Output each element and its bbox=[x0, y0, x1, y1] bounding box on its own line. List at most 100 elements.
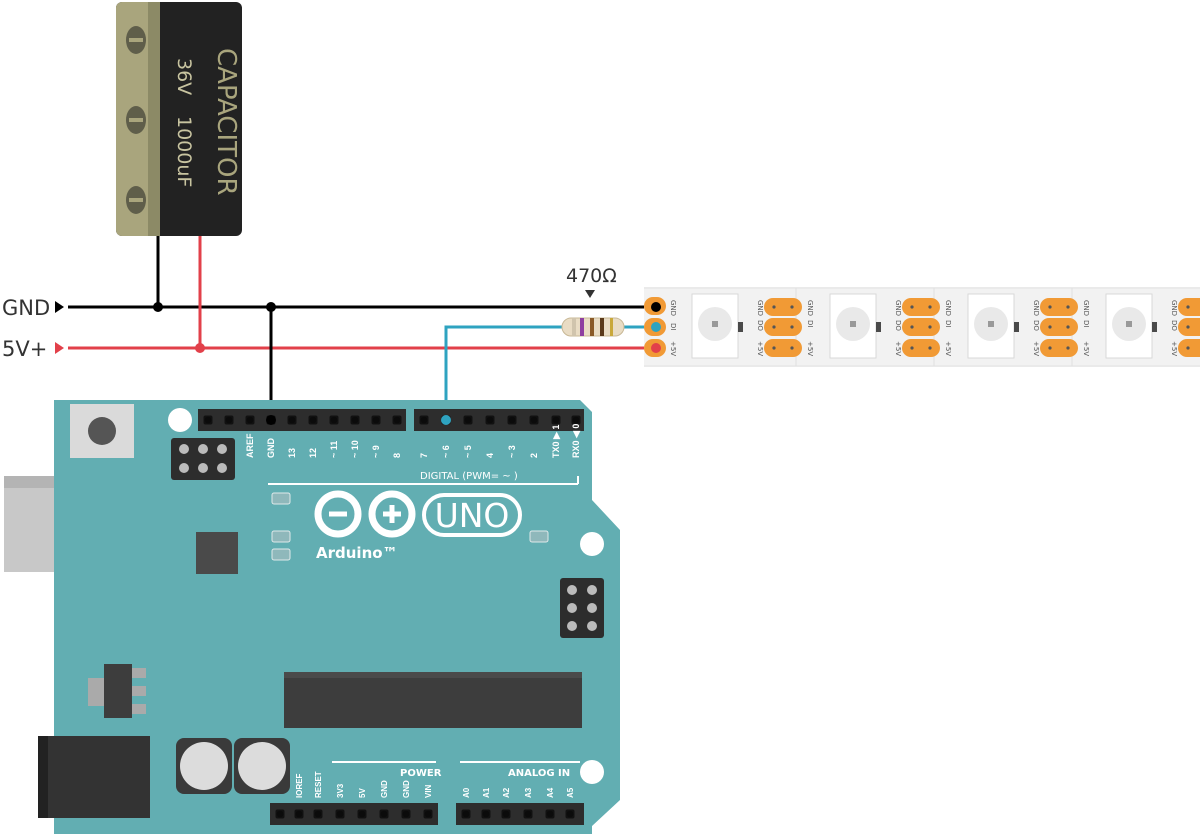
pad-dot bbox=[1186, 346, 1190, 350]
pad-label: GND bbox=[944, 300, 952, 316]
pad-dot bbox=[910, 305, 914, 309]
pin-label: ~ 3 bbox=[507, 445, 517, 458]
pad-dot bbox=[651, 302, 661, 312]
pad-dot bbox=[772, 325, 776, 329]
gnd-pin-connection bbox=[266, 415, 276, 425]
pin-label: TX0 ▶ 1 bbox=[551, 425, 561, 458]
pin-label: IOREF bbox=[295, 773, 304, 798]
gnd-label: GND bbox=[2, 296, 50, 320]
pad-dot bbox=[651, 322, 661, 332]
pad-dot bbox=[1048, 346, 1052, 350]
led-chip bbox=[1105, 293, 1157, 359]
pin-label: ~ 9 bbox=[371, 445, 381, 458]
pin-label: RESET bbox=[314, 771, 323, 798]
wires bbox=[68, 236, 656, 420]
pin-label: 7 bbox=[419, 453, 429, 458]
pin-label: A2 bbox=[502, 787, 511, 798]
voltage-regulator bbox=[104, 664, 132, 718]
pad-label: DO bbox=[1170, 320, 1178, 331]
pin-label: 3V3 bbox=[336, 783, 345, 798]
pad-dot bbox=[910, 346, 914, 350]
pad-label: GND bbox=[894, 300, 902, 316]
pad-label: +5V bbox=[1082, 341, 1090, 356]
pin-label: GND bbox=[402, 780, 411, 798]
pad bbox=[902, 339, 940, 357]
data-wire bbox=[444, 325, 566, 420]
pin-label: ~ 6 bbox=[441, 445, 451, 458]
pad-dot bbox=[772, 346, 776, 350]
pad bbox=[764, 318, 802, 336]
status-led bbox=[271, 530, 291, 543]
pad bbox=[902, 318, 940, 336]
junction-dot bbox=[153, 302, 163, 312]
led-die bbox=[988, 321, 994, 327]
capacitor-voltage: 36V bbox=[173, 58, 195, 95]
mounting-hole bbox=[580, 532, 604, 556]
led-die bbox=[1126, 321, 1132, 327]
pin-label: A5 bbox=[566, 787, 575, 798]
pad-label: +5V bbox=[894, 341, 902, 356]
pad bbox=[1040, 298, 1078, 316]
pad-label: DI bbox=[806, 320, 814, 327]
pin-label: 8 bbox=[392, 453, 402, 458]
mounting-hole bbox=[168, 408, 192, 432]
pad-label: DO bbox=[894, 320, 902, 331]
led-chip bbox=[829, 293, 881, 359]
pad bbox=[764, 298, 802, 316]
pad-label: GND bbox=[1082, 300, 1090, 316]
reset-button-cap[interactable] bbox=[88, 417, 116, 445]
led-cap bbox=[1014, 322, 1019, 332]
junction-dot bbox=[266, 302, 276, 312]
pad-dot bbox=[1186, 305, 1190, 309]
pin-label: 2 bbox=[529, 453, 539, 458]
pad-dot bbox=[790, 346, 794, 350]
resistor-pointer-icon bbox=[585, 290, 595, 298]
pin-label: ~ 5 bbox=[463, 445, 473, 458]
pad-label: GND bbox=[1170, 300, 1178, 316]
pad-label: DI bbox=[1082, 320, 1090, 327]
pad-dot bbox=[790, 305, 794, 309]
pin-label: 5V bbox=[358, 788, 367, 798]
resistor-band bbox=[580, 318, 584, 336]
pad-dot bbox=[1066, 325, 1070, 329]
status-led bbox=[271, 492, 291, 505]
pad bbox=[902, 298, 940, 316]
strip-input-pads: GND DI +5V bbox=[644, 297, 677, 357]
capacitor: CAPACITOR 36V 1000uF bbox=[116, 2, 242, 236]
digital-header bbox=[414, 409, 584, 431]
arduino-logo-text: Arduino™ bbox=[316, 544, 398, 562]
pad-dot bbox=[1066, 305, 1070, 309]
status-led bbox=[271, 548, 291, 561]
power-header bbox=[270, 803, 438, 825]
pad-dot bbox=[1066, 346, 1070, 350]
capacitor-capacitance: 1000uF bbox=[173, 116, 195, 187]
pin-label: ~ 11 bbox=[329, 441, 339, 458]
pad-dot bbox=[1048, 305, 1052, 309]
pin-label: A3 bbox=[524, 787, 533, 798]
resistor-band bbox=[610, 318, 613, 336]
pad-label: GND bbox=[1032, 300, 1040, 316]
pin-label: VIN bbox=[424, 784, 433, 798]
pad-dot bbox=[772, 305, 776, 309]
status-led bbox=[529, 530, 549, 543]
pad bbox=[764, 339, 802, 357]
led-die bbox=[850, 321, 856, 327]
pad-label: GND bbox=[669, 300, 677, 316]
resistor: 470Ω bbox=[561, 265, 625, 337]
pin-label: 4 bbox=[485, 453, 495, 458]
pin-label: 12 bbox=[308, 448, 318, 458]
resistor-value: 470Ω bbox=[566, 265, 617, 287]
led-cap bbox=[876, 322, 881, 332]
pad-label: GND bbox=[756, 300, 764, 316]
power-label: POWER bbox=[400, 768, 442, 779]
pad bbox=[1040, 318, 1078, 336]
v5-arrow-icon bbox=[55, 342, 64, 354]
led-chip bbox=[691, 293, 743, 359]
pin6-connection bbox=[441, 415, 451, 425]
pin-label: ~ 10 bbox=[350, 440, 360, 458]
pad-label: DI bbox=[944, 320, 952, 327]
digital-label: DIGITAL (PWM= ~ ) bbox=[420, 471, 518, 482]
